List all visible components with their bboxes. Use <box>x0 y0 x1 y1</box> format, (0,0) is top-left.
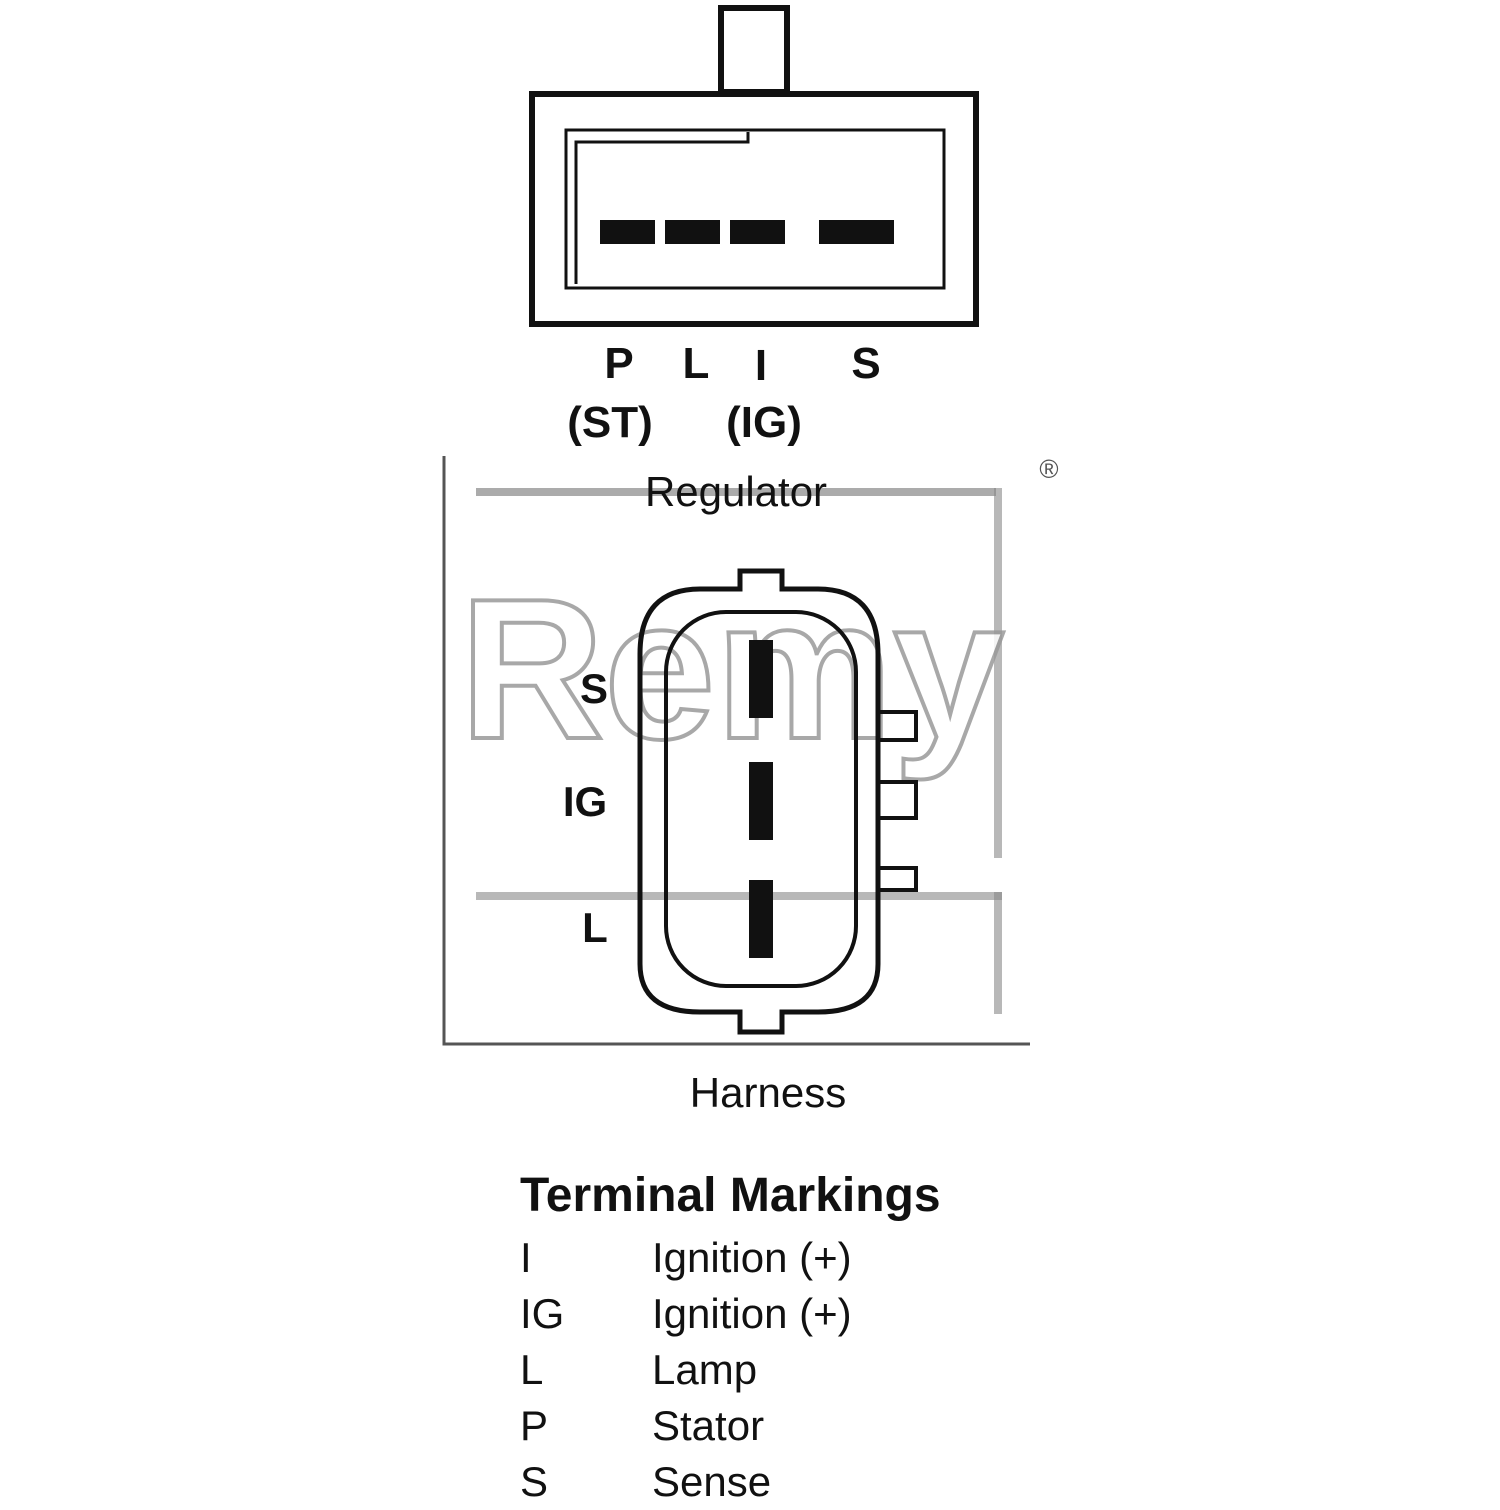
harness-pin-ig-label: IG <box>563 778 607 825</box>
harness-housing-outer <box>637 568 881 1035</box>
legend-row: P Stator <box>520 1398 1220 1454</box>
terminal-l <box>749 880 773 958</box>
legend-description: Lamp <box>652 1346 758 1393</box>
terminal-markings-legend: Terminal Markings I Ignition (+) IG Igni… <box>520 1168 1220 1510</box>
reg-pin-i-label: I <box>755 341 767 390</box>
regulator-terminals <box>600 220 894 244</box>
watermark: Remy ® <box>442 454 1059 1046</box>
regulator-caption: Regulator <box>645 468 827 515</box>
legend-description: Ignition (+) <box>652 1234 852 1281</box>
legend-code: L <box>520 1346 544 1393</box>
terminal-ig <box>749 762 773 840</box>
harness-latch-2 <box>878 780 918 820</box>
reg-pin-l-label: L <box>683 339 710 388</box>
reg-pin-p-alt-label: (ST) <box>567 398 653 447</box>
legend-description: Stator <box>652 1402 765 1449</box>
legend-row: IG Ignition (+) <box>520 1286 1220 1342</box>
terminal-s <box>819 220 894 244</box>
legend-code: S <box>520 1458 549 1505</box>
terminal-s <box>749 640 773 718</box>
terminal-l <box>665 220 720 244</box>
legend-title: Terminal Markings <box>520 1169 941 1222</box>
legend-code: IG <box>520 1290 565 1337</box>
harness-caption: Harness <box>690 1069 846 1116</box>
harness-terminals <box>749 640 773 958</box>
harness-housing-inner <box>664 610 858 988</box>
watermark-frame <box>442 456 1030 1046</box>
harness-pin-l-label: L <box>582 904 608 951</box>
legend-row: I Ignition (+) <box>520 1230 1220 1286</box>
regulator-inner-outline <box>564 128 946 290</box>
reg-pin-s-label: S <box>851 339 880 388</box>
harness-pin-s-label: S <box>580 665 608 712</box>
harness-connector <box>637 568 918 1035</box>
legend-code: I <box>520 1234 532 1281</box>
legend-code: P <box>520 1402 549 1449</box>
legend-description: Sense <box>652 1458 772 1505</box>
legend-description: Ignition (+) <box>652 1290 852 1337</box>
registered-mark: ® <box>1039 454 1058 484</box>
harness-latch-3 <box>878 866 918 892</box>
regulator-tab <box>718 5 790 95</box>
terminal-i <box>730 220 785 244</box>
legend-row: L Lamp <box>520 1342 1220 1398</box>
regulator-housing <box>529 91 979 327</box>
regulator-connector <box>529 5 979 327</box>
watermark-logo: Remy <box>460 558 1005 781</box>
legend-row: S Sense <box>520 1454 1220 1510</box>
regulator-inner-key <box>574 132 750 284</box>
terminal-p <box>600 220 655 244</box>
harness-latch-1 <box>878 710 918 742</box>
reg-pin-p-label: P <box>604 339 633 388</box>
reg-pin-i-alt-label: (IG) <box>726 398 802 447</box>
